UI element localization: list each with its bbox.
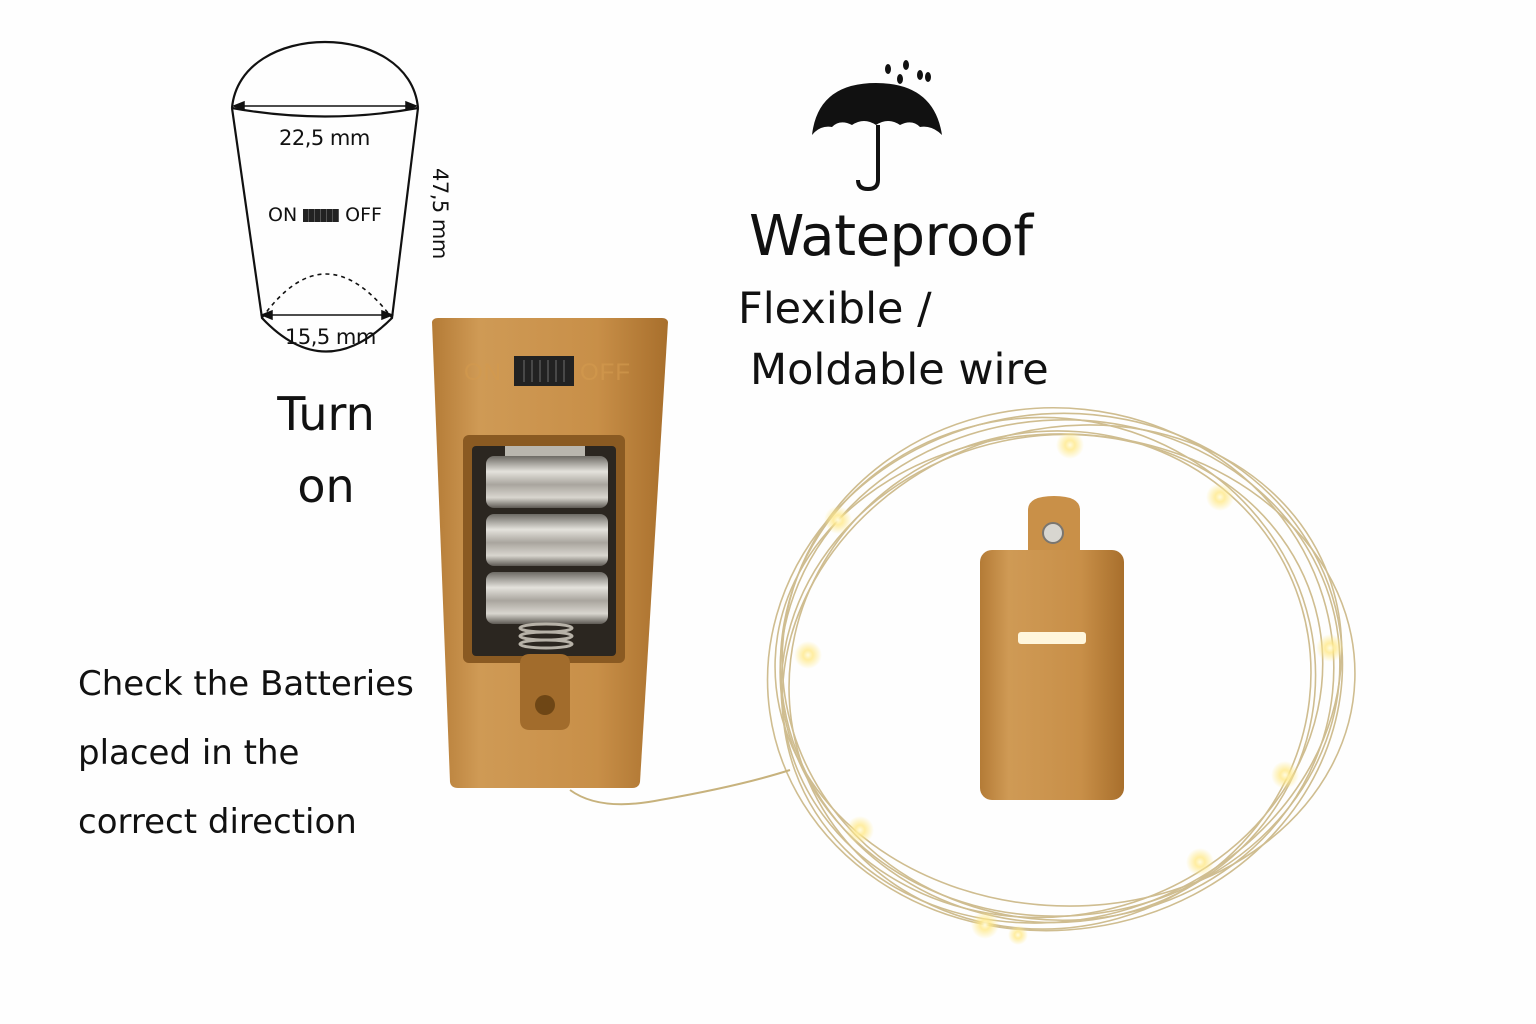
switch-icon (303, 208, 340, 222)
check-line2: placed in the (78, 733, 300, 773)
diagram-switch-on-label: ON (268, 204, 298, 226)
check-line1: Check the Batteries (78, 664, 414, 704)
flexible-line2: Moldable wire (750, 345, 1049, 395)
turn-on-line2: on (297, 459, 355, 513)
flexible-line1: Flexible / (738, 284, 932, 334)
diagram-switch: ON OFF (268, 204, 382, 226)
turn-on-line1: Turn (277, 387, 375, 441)
cork-end-cap (980, 496, 1124, 800)
check-line3: correct direction (78, 802, 357, 842)
waterproof-title: Wateproof (749, 204, 1033, 269)
diagram-switch-off-label: OFF (345, 204, 382, 226)
umbrella-rain-icon (812, 60, 942, 192)
led-lights (794, 431, 1344, 945)
cork-switch-on-label: ON (464, 359, 502, 386)
top-diameter-label: 22,5 mm (279, 126, 370, 150)
check-batteries-text: Check the Batteries placed in the correc… (78, 650, 414, 857)
led-wire-coil (766, 406, 1356, 932)
bottom-diameter-label: 15,5 mm (285, 325, 376, 349)
cork-switch-off-label: OFF (580, 359, 631, 386)
turn-on-text: Turn on (226, 378, 426, 522)
cork-battery-holder (432, 318, 668, 788)
